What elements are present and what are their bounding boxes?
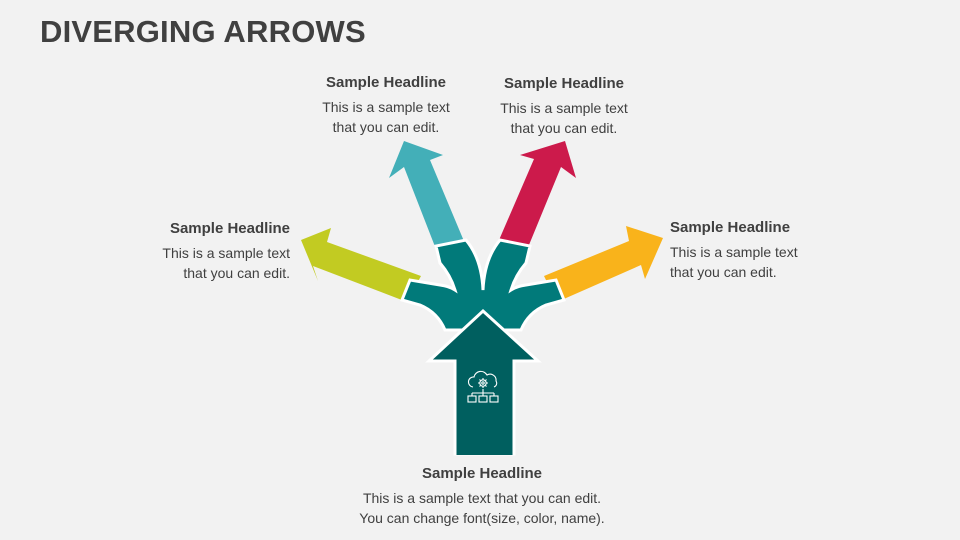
body-line-2: that you can edit. <box>183 265 290 281</box>
body-line-1: This is a sample text that you can edit. <box>362 490 602 506</box>
text-block-right: Sample Headline This is a sample text th… <box>670 218 870 282</box>
body-line-2: that you can edit. <box>670 264 777 280</box>
arrow-lime <box>301 228 421 302</box>
body-line-1: This is a sample text <box>500 100 628 116</box>
text-block-bottom: Sample Headline This is a sample text th… <box>332 464 632 528</box>
headline: Sample Headline <box>421 465 543 482</box>
page-title: DIVERGING ARROWS <box>40 14 366 49</box>
arrow-cyan <box>389 141 466 262</box>
arrow-red <box>496 141 576 262</box>
body-line-2: You can change font(size, color, name). <box>359 510 605 526</box>
text-block-top-left: Sample Headline This is a sample text th… <box>286 73 486 137</box>
headline: Sample Headline <box>325 74 447 91</box>
text-block-top-right: Sample Headline This is a sample text th… <box>464 74 664 138</box>
headline: Sample Headline <box>503 75 625 92</box>
arrow-yellow <box>544 226 663 302</box>
text-block-left: Sample Headline This is a sample text th… <box>90 219 290 283</box>
body-line-2: that you can edit. <box>332 119 440 135</box>
body-line-1: This is a sample text <box>670 244 798 260</box>
body-line-1: This is a sample text <box>162 245 290 261</box>
cloud-gear-network-icon <box>467 370 499 403</box>
body-line-1: This is a sample text <box>322 99 450 115</box>
headline: Sample Headline <box>169 220 290 237</box>
headline: Sample Headline <box>670 219 791 236</box>
hub-shape <box>399 238 567 332</box>
body-line-2: that you can edit. <box>510 120 618 136</box>
